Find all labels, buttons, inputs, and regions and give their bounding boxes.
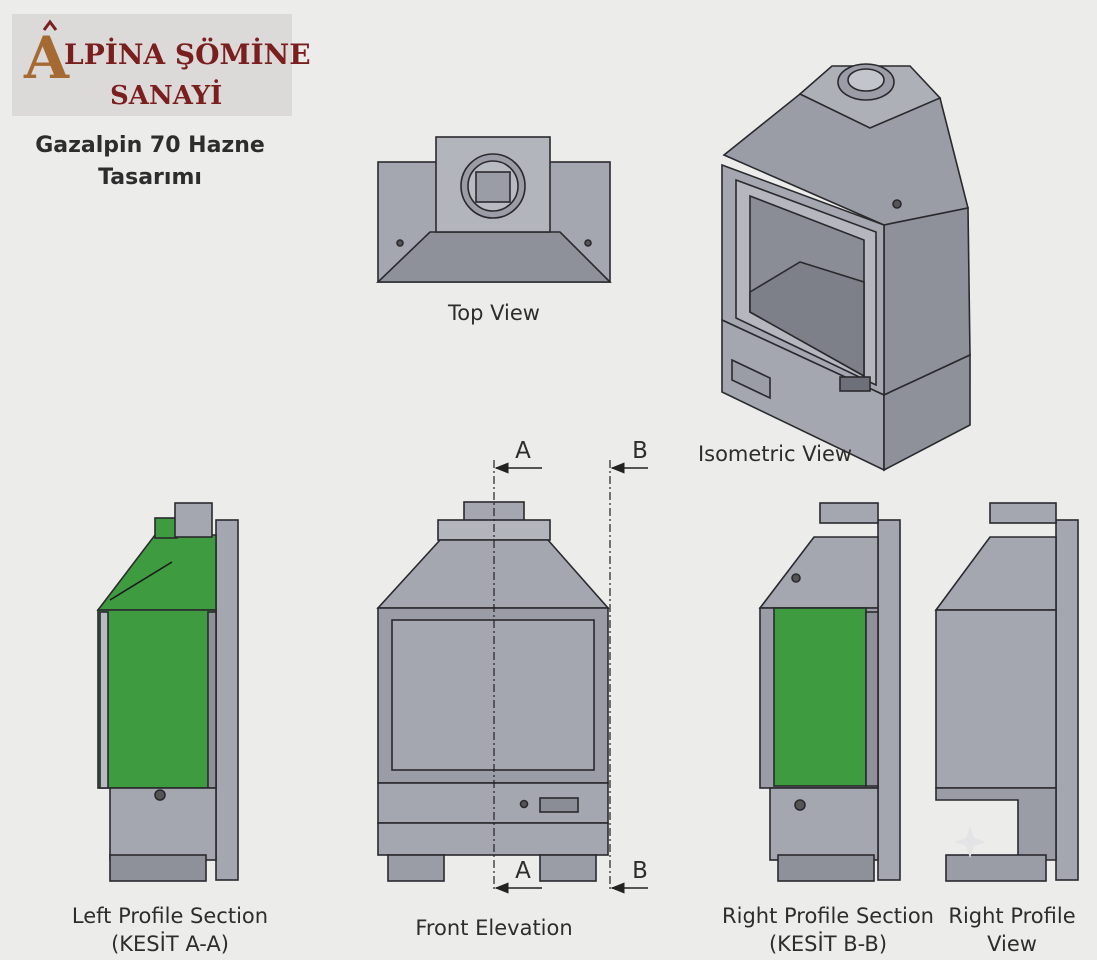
left-section-label-line1: Left Profile Section [72, 904, 268, 928]
left-profile-section [96, 502, 239, 882]
top-view [376, 136, 612, 283]
logo-line1: LPİNA ŞÖMİNE [64, 37, 311, 71]
front-elevation-label: Front Elevation [415, 916, 572, 940]
sparkle-icon [954, 826, 986, 858]
drawing-title-line1: Gazalpin 70 Hazne [35, 133, 265, 158]
section-lines [493, 460, 648, 894]
right-profile-section [758, 502, 901, 882]
isometric-view [721, 63, 971, 472]
front-elevation [376, 501, 610, 882]
right-section-label-line2: (KESİT B-B) [769, 931, 887, 956]
section-marker-b-bottom: B [632, 858, 648, 884]
section-marker-a-bottom: A [515, 858, 531, 884]
right-section-label-line1: Right Profile Section [722, 904, 934, 928]
drawing-title-line2: Tasarımı [98, 165, 202, 190]
section-marker-b-top: B [632, 438, 648, 464]
top-view-label: Top View [447, 301, 540, 325]
logo-letter: A [23, 24, 70, 92]
right-profile-label-line1: Right Profile [948, 904, 1075, 928]
logo-flame-icon [42, 19, 58, 31]
section-marker-a-top: A [515, 438, 531, 464]
left-section-label-line2: (KESİT A-A) [111, 931, 229, 956]
right-profile-label-line2: View [987, 932, 1037, 956]
logo-background [12, 14, 292, 116]
right-profile-view [934, 502, 1079, 882]
logo-line2: SANAYİ [110, 79, 222, 111]
isometric-view-label: Isometric View [698, 442, 852, 466]
company-logo: A LPİNA ŞÖMİNE SANAYİ [12, 14, 311, 116]
